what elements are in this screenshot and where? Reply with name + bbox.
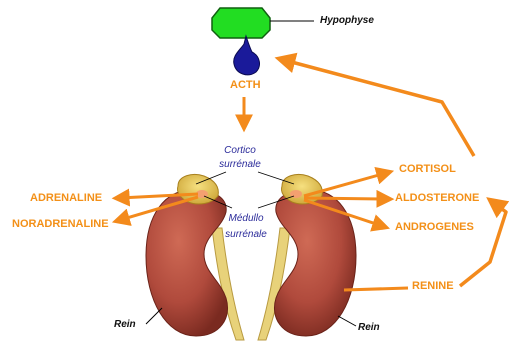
aldosterone-arrow — [304, 198, 386, 199]
left-rein-pointer-line — [146, 308, 162, 324]
cortico-label-line1: Cortico — [210, 146, 270, 156]
adrenaline-label: ADRENALINE — [30, 193, 102, 204]
renine-to-aldosterone-arrow — [460, 203, 506, 286]
medullo-label-line1: Médullo — [216, 214, 276, 224]
pituitary-stalk — [234, 36, 260, 75]
rein-right-label: Rein — [358, 323, 380, 333]
renine-from-kidney-line — [344, 288, 408, 290]
left-kidney-body — [146, 190, 228, 336]
hypophyse-label: Hypophyse — [320, 16, 374, 26]
renine-label: RENINE — [412, 281, 454, 292]
cortisol-label: CORTISOL — [399, 164, 456, 175]
androgenes-label: ANDROGENES — [395, 222, 474, 233]
cortico-label-line2: surrénale — [210, 160, 270, 170]
right-rein-pointer-line — [338, 316, 356, 326]
aldosterone-label: ALDOSTERONE — [395, 193, 479, 204]
medullo-label-line2: surrénale — [216, 230, 276, 240]
rein-left-label: Rein — [114, 320, 136, 330]
cortisol-feedback-arrow — [284, 60, 474, 156]
acth-label: ACTH — [230, 80, 261, 91]
noradrenaline-label: NORADRENALINE — [12, 219, 109, 230]
pituitary-anterior-lobe — [212, 8, 270, 38]
